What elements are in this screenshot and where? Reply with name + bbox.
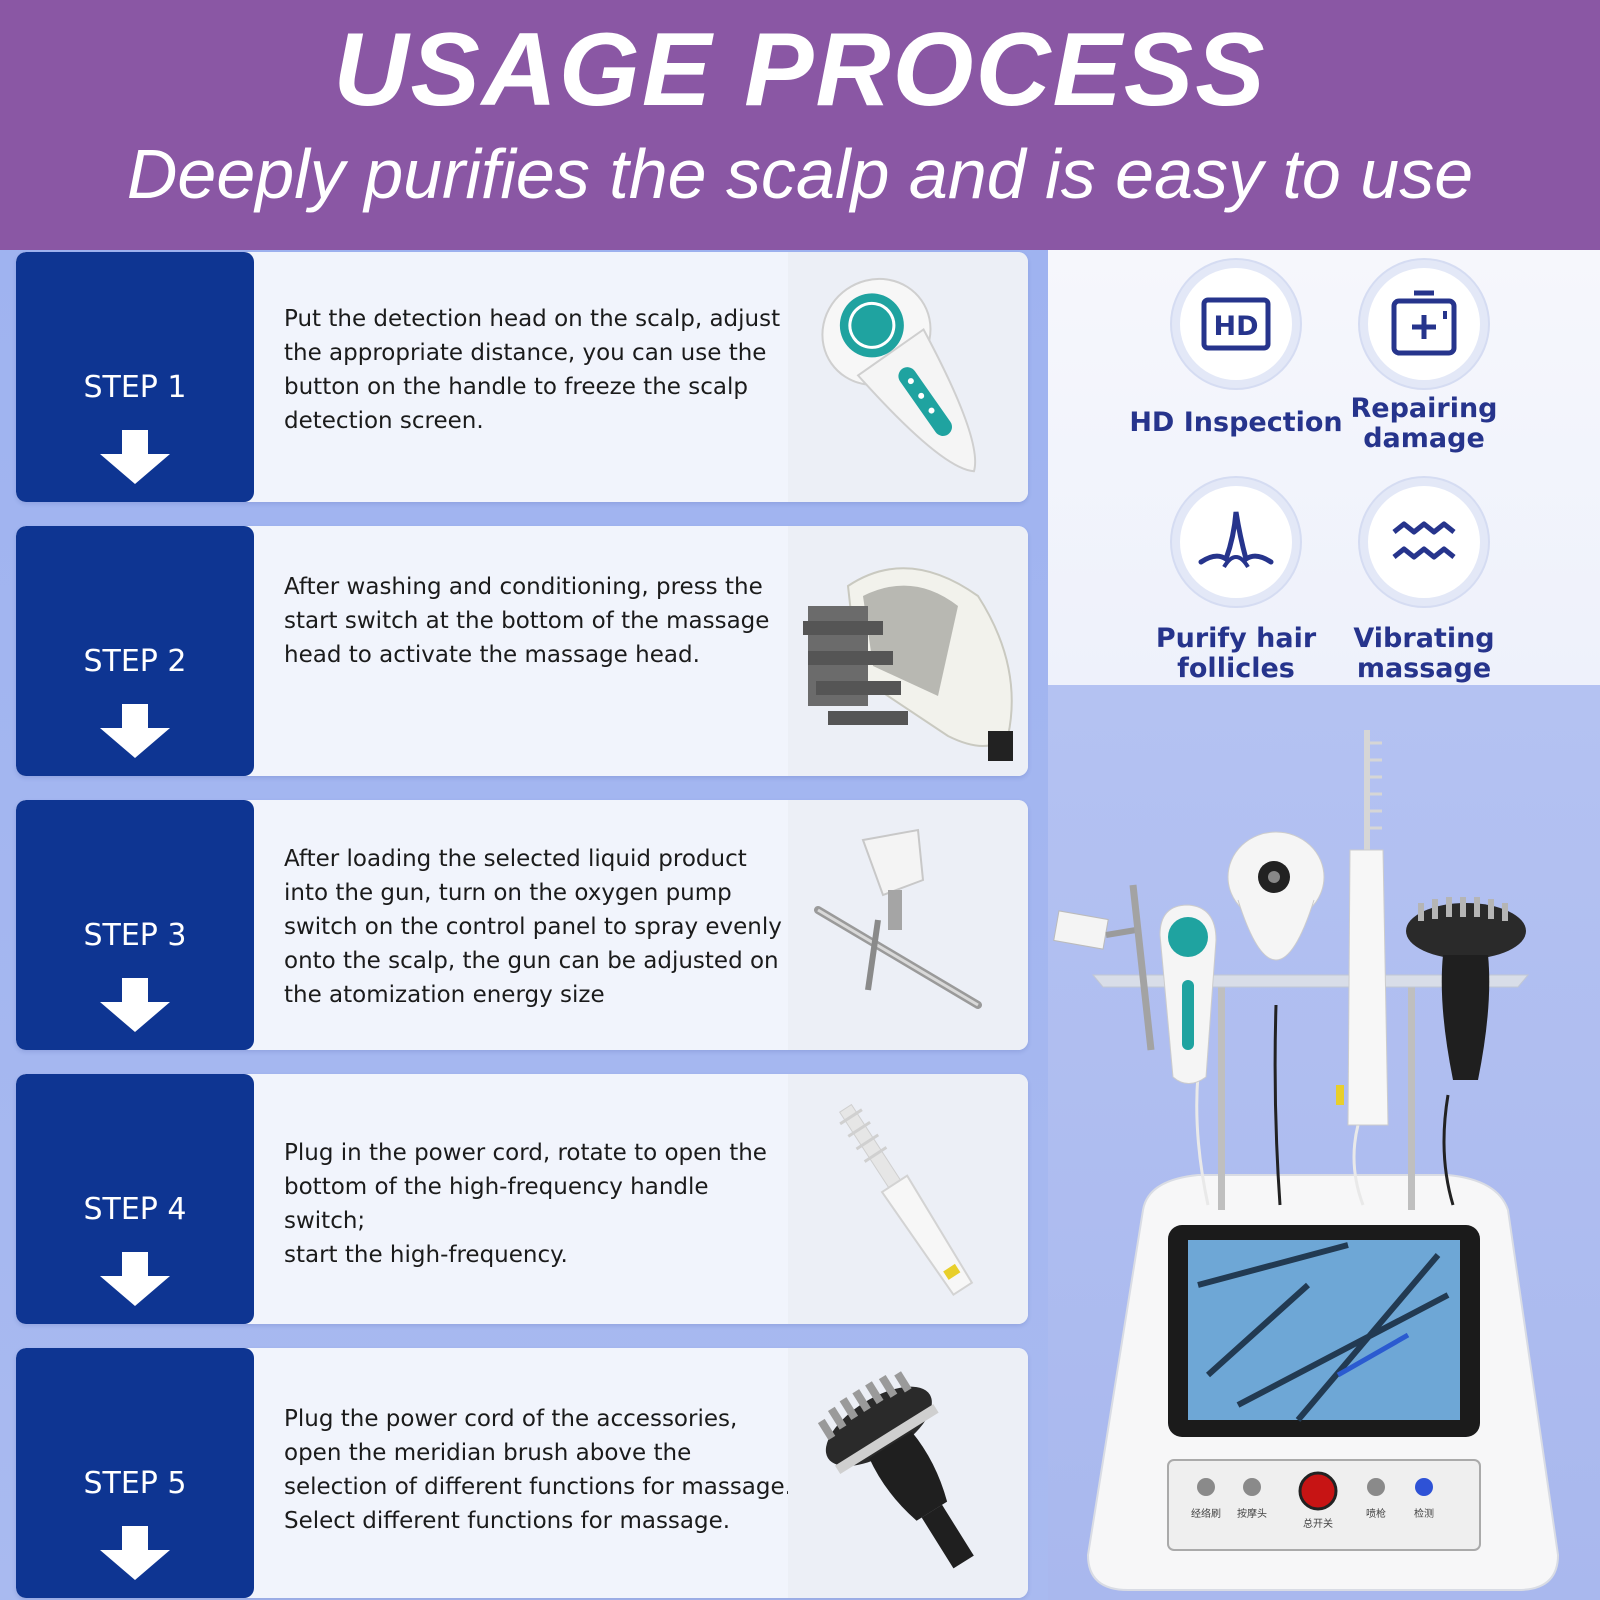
step-side-2: STEP 2 [16,526,254,776]
features-panel: HD HD Inspection Repairing damage [1048,250,1600,685]
detection-handle-image [788,252,1028,502]
hair-follicle-icon [1172,478,1300,606]
feature-label: Purify hair follicles [1126,624,1346,684]
wave-icon [1360,478,1488,606]
feature-label-line: massage [1356,653,1492,684]
massage-head-image [788,526,1028,776]
hd-icon: HD [1172,260,1300,388]
step-text-line: start switch at the bottom of the massag… [284,608,770,634]
step-text-line: Select different functions for massage. [284,1508,731,1534]
step-side-3: STEP 3 [16,800,254,1050]
feature-repairing-damage: Repairing damage [1314,260,1534,454]
step-text-line: bottom of the high-frequency handle swit… [284,1174,709,1234]
control-label: 按摩头 [1237,1507,1267,1520]
step-text-line: open the meridian brush above the [284,1440,692,1466]
step-text-line: Plug the power cord of the accessories, [284,1406,738,1432]
scalp-device-illustration: 经络刷 按摩头 总开关 喷枪 检测 [1048,685,1600,1600]
spray-gun-image [788,800,1028,1050]
step-description: After washing and conditioning, press th… [284,570,794,672]
step-description: Put the detection head on the scalp, adj… [284,302,794,438]
step-description: Plug the power cord of the accessories, … [284,1402,794,1538]
feature-hd-inspection: HD HD Inspection [1126,260,1346,438]
feature-vibrating-massage: Vibrating massage [1314,478,1534,684]
feature-label-line: Purify hair [1155,623,1317,654]
hd-icon-text: HD [1213,311,1258,342]
step-side-1: STEP 1 [16,252,254,502]
step-card-5: STEP 5 Plug the power cord of the access… [16,1348,1028,1598]
step-card-2: STEP 2 After washing and conditioning, p… [16,526,1028,776]
step-label: STEP 2 [83,644,187,679]
step-text-line: onto the scalp, the gun can be adjusted … [284,948,779,974]
step-text-line: Plug in the power cord, rotate to open t… [284,1140,767,1166]
control-label: 喷枪 [1366,1507,1386,1520]
feature-label: HD Inspection [1126,408,1346,438]
feature-label-line: damage [1363,423,1485,454]
step-card-1: STEP 1 Put the detection head on the sca… [16,252,1028,502]
step-label: STEP 4 [83,1192,187,1227]
step-card-3: STEP 3 After loading the selected liquid… [16,800,1028,1050]
step-text-line: selection of different functions for mas… [284,1474,792,1500]
down-arrow-icon [100,704,170,758]
step-text-line: the appropriate distance, you can use th… [284,340,767,366]
meridian-brush-image [788,1348,1028,1598]
feature-label-line: Repairing [1350,393,1498,424]
control-label: 经络刷 [1191,1507,1221,1520]
feature-label-line: Vibrating [1353,623,1495,654]
page-subtitle: Deeply purifies the scalp and is easy to… [126,135,1474,213]
down-arrow-icon [100,1252,170,1306]
feature-label: Repairing damage [1314,394,1534,454]
feature-label-line: follicles [1177,653,1295,684]
step-text-line: the atomization energy size [284,982,605,1008]
control-label: 检测 [1414,1507,1434,1520]
page-title: USAGE PROCESS [333,12,1267,128]
feature-label-line: HD Inspection [1129,407,1343,438]
step-text-line: start the high-frequency. [284,1242,568,1268]
control-label: 总开关 [1303,1517,1333,1530]
step-text-line: After washing and conditioning, press th… [284,574,763,600]
step-text-line: switch on the control panel to spray eve… [284,914,782,940]
step-description: Plug in the power cord, rotate to open t… [284,1136,794,1272]
step-label: STEP 5 [83,1466,187,1501]
battery-plus-icon [1360,260,1488,388]
step-text-line: After loading the selected liquid produc… [284,846,747,872]
step-description: After loading the selected liquid produc… [284,842,794,1012]
header-banner: USAGE PROCESS Deeply purifies the scalp … [0,0,1600,250]
down-arrow-icon [100,430,170,484]
step-side-5: STEP 5 [16,1348,254,1598]
feature-label: Vibrating massage [1314,624,1534,684]
step-label: STEP 3 [83,918,187,953]
down-arrow-icon [100,978,170,1032]
feature-purify-hair-follicles: Purify hair follicles [1126,478,1346,684]
step-label: STEP 1 [83,370,187,405]
step-text-line: head to activate the massage head. [284,642,700,668]
down-arrow-icon [100,1526,170,1580]
step-text-line: button on the handle to freeze the scalp [284,374,748,400]
step-text-line: detection screen. [284,408,484,434]
step-card-4: STEP 4 Plug in the power cord, rotate to… [16,1074,1028,1324]
step-text-line: into the gun, turn on the oxygen pump [284,880,732,906]
high-frequency-wand-image [788,1074,1028,1324]
step-text-line: Put the detection head on the scalp, adj… [284,306,781,332]
step-side-4: STEP 4 [16,1074,254,1324]
